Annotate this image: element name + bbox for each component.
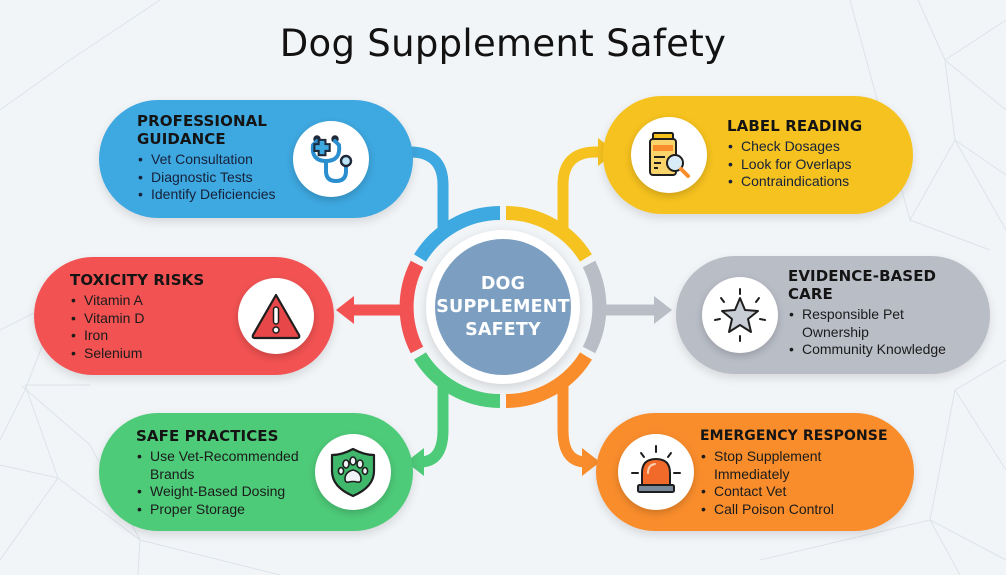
list-item: Stop Supplement Immediately	[700, 448, 888, 483]
bullet-list: Vitamin A Vitamin D Iron Selenium	[70, 292, 204, 362]
hub-label: DOG SUPPLEMENT SAFETY	[436, 273, 570, 342]
card-label-reading: LABEL READING Check Dosages Look for Ove…	[603, 96, 913, 214]
card-title: TOXICITY RISKS	[70, 271, 205, 289]
list-item: Check Dosages	[727, 138, 862, 156]
card-text: EMERGENCY RESPONSE Stop Supplement Immed…	[700, 427, 888, 518]
list-item: Use Vet-Recommended Brands	[136, 448, 299, 483]
list-item-line: Stop Supplement	[714, 448, 822, 464]
list-item: Call Poison Control	[700, 501, 888, 519]
card-text: PROFESSIONAL GUIDANCE Vet Consultation D…	[137, 112, 276, 204]
card-text: TOXICITY RISKS Vitamin A Vitamin D Iron …	[70, 271, 204, 362]
list-item: Identify Deficiencies	[137, 186, 276, 204]
bullet-list: Check Dosages Look for Overlaps Contrain…	[727, 138, 862, 191]
stethoscope-icon	[293, 121, 369, 197]
list-item-line: Responsible Pet	[802, 306, 904, 322]
list-item-line: Use Vet-Recommended	[150, 448, 299, 464]
bullet-list: Responsible Pet Ownership Community Know…	[788, 306, 946, 359]
list-item: Iron	[70, 327, 204, 345]
card-title: SAFE PRACTICES	[136, 427, 279, 445]
card-title: PROFESSIONAL GUIDANCE	[137, 112, 276, 148]
card-evidence-based-care: EVIDENCE-BASED CARE Responsible Pet Owne…	[676, 256, 990, 374]
card-title: LABEL READING	[727, 117, 863, 135]
list-item: Vitamin A	[70, 292, 204, 310]
card-title-line: EVIDENCE-BASED	[788, 267, 937, 285]
card-professional-guidance: PROFESSIONAL GUIDANCE Vet Consultation D…	[99, 100, 413, 218]
central-hub: DOG SUPPLEMENT SAFETY	[426, 230, 580, 384]
warning-triangle-icon	[238, 278, 314, 354]
list-item: Proper Storage	[136, 501, 299, 519]
page-title: Dog Supplement Safety	[279, 22, 727, 65]
card-text: EVIDENCE-BASED CARE Responsible Pet Owne…	[788, 267, 946, 359]
card-title-line: PROFESSIONAL	[137, 112, 267, 130]
list-item: Vet Consultation	[137, 151, 276, 169]
list-item: Responsible Pet Ownership	[788, 306, 946, 341]
list-item-line: Brands	[150, 465, 195, 482]
list-item: Contraindications	[727, 173, 862, 191]
list-item: Selenium	[70, 345, 204, 363]
alarm-siren-icon	[618, 434, 694, 510]
paw-shield-icon	[315, 434, 391, 510]
bullet-list: Stop Supplement Immediately Contact Vet …	[700, 448, 888, 518]
card-title-line: CARE	[788, 285, 833, 303]
card-title-line: GUIDANCE	[137, 130, 226, 148]
list-item: Weight-Based Dosing	[136, 483, 299, 501]
list-item: Community Knowledge	[788, 341, 946, 359]
list-item: Vitamin D	[70, 310, 204, 328]
list-item-line: Immediately	[714, 465, 790, 482]
card-emergency-response: EMERGENCY RESPONSE Stop Supplement Immed…	[596, 413, 914, 531]
card-title: EVIDENCE-BASED CARE	[788, 267, 946, 303]
bullet-list: Vet Consultation Diagnostic Tests Identi…	[137, 151, 276, 204]
card-safe-practices: SAFE PRACTICES Use Vet-Recommended Brand…	[99, 413, 413, 531]
card-text: LABEL READING Check Dosages Look for Ove…	[727, 117, 862, 191]
bullet-list: Use Vet-Recommended Brands Weight-Based …	[136, 448, 299, 518]
supplement-jar-magnifier-icon	[631, 117, 707, 193]
card-text: SAFE PRACTICES Use Vet-Recommended Brand…	[136, 427, 299, 518]
list-item-line: Ownership	[802, 323, 869, 340]
hub-line-2: SUPPLEMENT	[436, 296, 570, 317]
hub-line-1: DOG	[480, 273, 526, 294]
hub-line-3: SAFETY	[465, 319, 541, 340]
list-item: Diagnostic Tests	[137, 169, 276, 187]
star-icon	[702, 277, 778, 353]
list-item: Look for Overlaps	[727, 156, 862, 174]
card-toxicity-risks: TOXICITY RISKS Vitamin A Vitamin D Iron …	[34, 257, 334, 375]
card-title: EMERGENCY RESPONSE	[700, 428, 888, 444]
list-item: Contact Vet	[700, 483, 888, 501]
